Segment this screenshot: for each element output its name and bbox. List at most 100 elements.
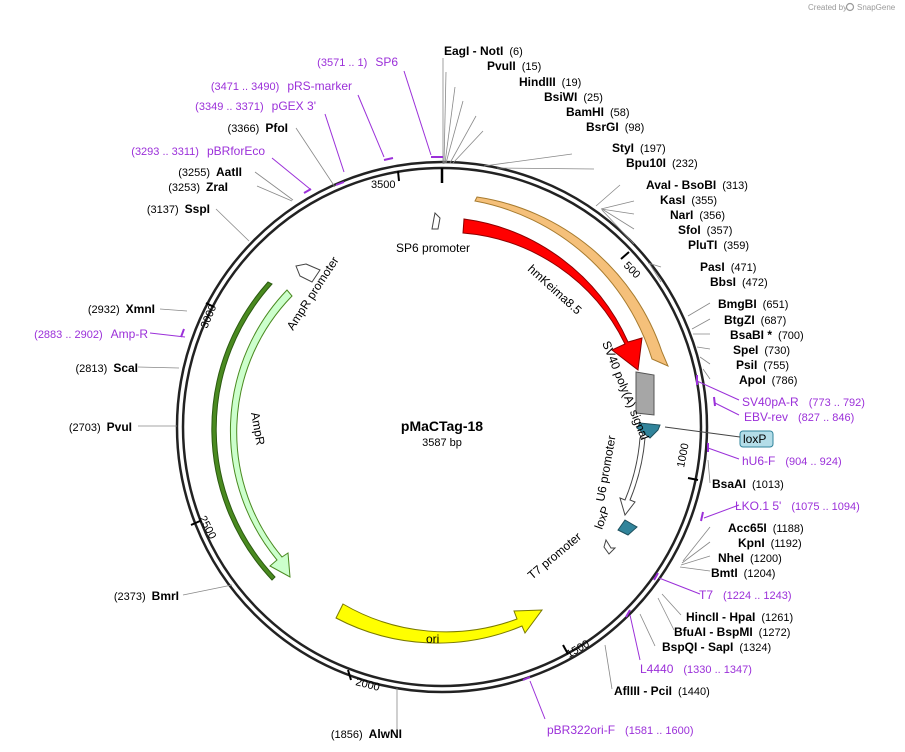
site-label: AflIII - PciI(1440) (614, 684, 710, 698)
site-name: BfuAI - BspMI (674, 625, 753, 639)
site-name: Acc65I (728, 521, 767, 535)
site-label: BbsI (472) (710, 275, 768, 289)
site-name: BsiWI (544, 90, 577, 104)
site-label: StyI(197) (612, 141, 666, 155)
site-name: AlwNI (369, 727, 402, 741)
site-position: (755) (763, 360, 789, 372)
sv40-orange-arc (474, 196, 669, 367)
primer-range: (1330 .. 1347) (683, 664, 752, 676)
site-name: BmtI (711, 566, 738, 580)
sv40-polya-box (635, 371, 655, 416)
loxp-box-label: loxP (743, 432, 766, 446)
primer-range: (1224 .. 1243) (723, 590, 792, 602)
sp6-promoter-arrow (431, 211, 441, 230)
primer-label: SV40pA-R(773 .. 792) (742, 395, 865, 409)
site-position: (356) (699, 210, 725, 222)
site-position: (471) (731, 262, 757, 274)
site-name: NheI (718, 551, 744, 565)
site-name: SpeI (733, 343, 758, 357)
site-position: (19) (562, 77, 582, 89)
primer-range: (1581 .. 1600) (625, 725, 694, 737)
site-name: BbsI (710, 275, 736, 289)
tick-label-500: 500 (621, 260, 642, 281)
site-label: BsaBI *(700) (730, 328, 804, 342)
site-name: BtgZI (724, 313, 755, 327)
site-name: PvuI (107, 420, 132, 434)
t7-promoter-arrow (603, 538, 617, 555)
backbone-outer (175, 160, 709, 694)
site-name: Bpu10I (626, 156, 666, 170)
feature-label-sp6-promoter: SP6 promoter (396, 241, 470, 255)
site-position: (313) (722, 180, 748, 192)
site-label: PluTI(359) (688, 238, 749, 252)
primer-name: Amp-R (111, 327, 149, 341)
feature-label-ori: ori (426, 632, 439, 646)
leader-lines (137, 58, 711, 733)
site-label: SfoI (357) (678, 223, 732, 237)
site-label: PsiI (755) (736, 358, 789, 372)
site-name: BmrI (152, 589, 179, 603)
site-position: (1204) (744, 568, 776, 580)
site-name: SfoI (678, 223, 701, 237)
ori-arrow (335, 603, 544, 644)
site-label: EagI - NotI(6) (444, 44, 523, 58)
primer-range: (3471 .. 3490) (211, 81, 280, 93)
site-position: (1272) (759, 627, 791, 639)
ampr-green-arc (211, 281, 276, 581)
site-position: (355) (691, 195, 717, 207)
site-name: AflIII - PciI (614, 684, 672, 698)
site-name: PsiI (736, 358, 757, 372)
site-position: (1192) (771, 538, 802, 550)
site-label: (2813) ScaI (76, 361, 138, 375)
site-position: (357) (707, 225, 733, 237)
plasmid-length: 3587 bp (422, 437, 462, 449)
primer-name: SV40pA-R (742, 395, 799, 409)
primer-marks (180, 156, 716, 681)
site-label: (3137)SspI (147, 202, 210, 216)
primer-label: T7(1224 .. 1243) (699, 588, 792, 602)
site-label: (3253)ZraI (168, 180, 228, 194)
primer-labels: (3571 .. 1)SP6(3471 .. 3490)pRS-marker(3… (34, 55, 865, 737)
site-name: PasI (700, 260, 725, 274)
site-name: EagI - NotI (444, 44, 503, 58)
hmkeima-arrow (462, 218, 643, 371)
feature-label-u6: U6 promoter (593, 434, 618, 502)
site-position: (2813) (76, 363, 108, 375)
primer-label: L4440(1330 .. 1347) (640, 662, 752, 676)
primer-name: pBRforEco (207, 144, 265, 158)
site-position: (15) (522, 61, 542, 73)
feature-label-t7: T7 promoter (525, 530, 584, 583)
primer-range: (1075 .. 1094) (791, 501, 860, 513)
site-label: (3255) AatII (178, 165, 242, 179)
primer-label: hU6-F(904 .. 924) (742, 454, 842, 468)
primer-name: pRS-marker (287, 79, 352, 93)
site-label: Bpu10I(232) (626, 156, 698, 170)
site-position: (786) (772, 375, 798, 387)
site-name: ApoI (739, 373, 766, 387)
primer-label: (2883 .. 2902)Amp-R (34, 327, 148, 341)
credit-text: Created by (808, 3, 847, 12)
site-name: ScaI (113, 361, 138, 375)
primer-label: LKO.1 5' (1075 .. 1094) (735, 499, 860, 513)
feature-label-ampr-promoter: AmpR promoter (284, 254, 342, 333)
site-position: (472) (742, 277, 768, 289)
site-position: (3137) (147, 204, 179, 216)
site-name: BsrGI (586, 120, 619, 134)
site-label: HincII - HpaI(1261) (686, 610, 793, 624)
site-position: (2703) (69, 422, 101, 434)
site-position: (3255) (178, 167, 210, 179)
site-position: (1324) (739, 642, 771, 654)
plasmid-name: pMaCTag-18 (401, 418, 483, 434)
site-label: PvuII(15) (487, 59, 541, 73)
site-position: (2932) (88, 304, 120, 316)
primer-leaders (149, 70, 740, 720)
site-name: PfoI (265, 121, 288, 135)
primer-name: LKO.1 5' (735, 499, 781, 513)
primer-range: (904 .. 924) (785, 456, 841, 468)
tick-label-3500: 3500 (371, 179, 395, 191)
site-position: (1188) (773, 523, 804, 535)
loxp-upper-arrow (636, 422, 661, 439)
site-name: BsaAI (712, 477, 746, 491)
site-name: AatII (216, 165, 242, 179)
